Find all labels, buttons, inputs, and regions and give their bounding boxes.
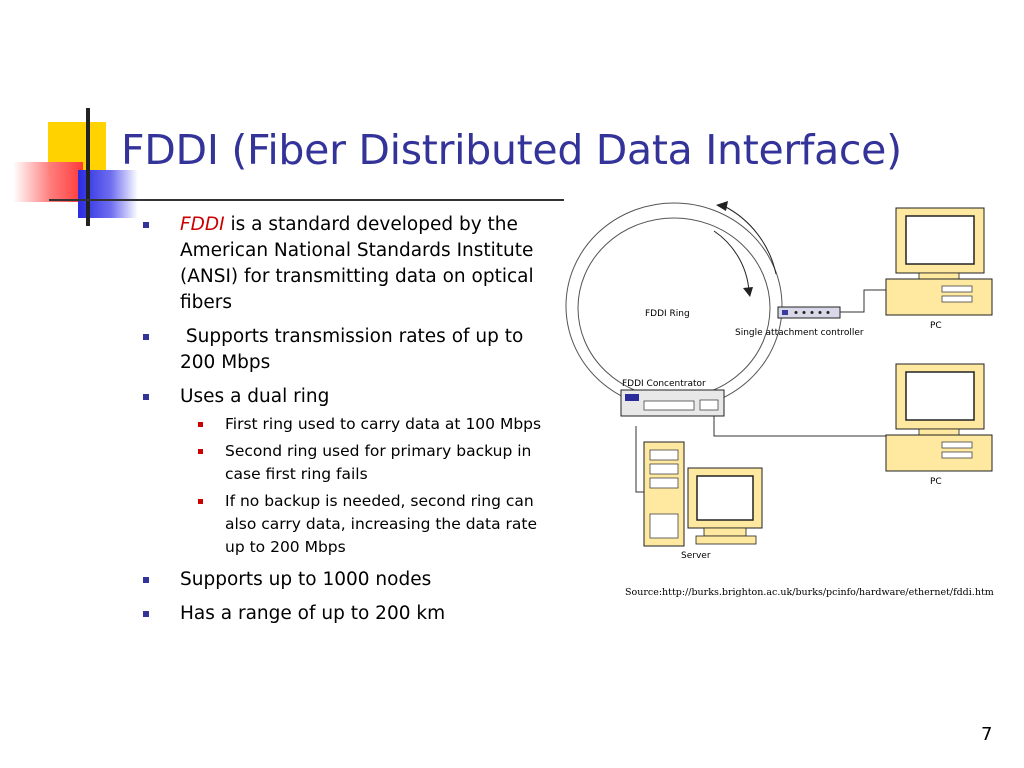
bullet-text: Has a range of up to 200 km (180, 603, 446, 624)
ring-direction-arrow-top (723, 205, 777, 275)
bullet-item-dual-ring: Uses a dual ring First ring used to carr… (143, 384, 558, 559)
single-attachment-controller (777, 306, 841, 319)
bullet-marker (143, 334, 149, 340)
sub-bullet-list: First ring used to carry data at 100 Mbp… (180, 413, 558, 559)
source-citation: Source:http://burks.brighton.ac.uk/burks… (625, 587, 994, 598)
arrowhead-icon (743, 287, 753, 297)
fddi-emphasis: FDDI (180, 214, 225, 235)
sac-label: Single attachment controller (735, 328, 864, 338)
sub-bullet-item: If no backup is needed, second ring can … (180, 490, 558, 559)
sub-bullet-marker (198, 499, 203, 504)
pc1-label: PC (930, 321, 942, 331)
bullet-item-range: Has a range of up to 200 km (143, 601, 558, 627)
sub-bullet-text: If no backup is needed, second ring can … (225, 492, 538, 556)
sub-bullet-text: First ring used to carry data at 100 Mbp… (225, 415, 542, 433)
bullet-item-fddi-standard: FDDI is a standard developed by the Amer… (143, 212, 558, 316)
slide-title: FDDI (Fiber Distributed Data Interface) (121, 126, 902, 174)
sub-bullet-marker (198, 422, 203, 427)
pc-computer-icon (885, 363, 993, 472)
bullet-text: is a standard developed by the American … (180, 214, 534, 313)
bullet-item-nodes: Supports up to 1000 nodes (143, 567, 558, 593)
fddi-network-diagram: FDDI Ring Single attachment controller F… (565, 201, 993, 561)
concentrator-label: FDDI Concentrator (622, 379, 706, 389)
arrowhead-icon (716, 201, 728, 211)
bullet-marker (143, 394, 149, 400)
page-number: 7 (981, 724, 993, 745)
bullet-text: Supports transmission rates of up to 200… (180, 326, 530, 373)
corner-decoration-vertical-line (86, 108, 90, 226)
sub-bullet-text: Second ring used for primary backup in c… (225, 442, 532, 483)
title-underline (49, 199, 564, 201)
fddi-ring-label: FDDI Ring (645, 309, 690, 319)
pc-computer-icon (885, 207, 993, 316)
server-icon (643, 441, 763, 547)
bullet-marker (143, 577, 149, 583)
bullet-marker (143, 222, 149, 228)
corner-decoration-red (13, 162, 83, 202)
bullet-text: Supports up to 1000 nodes (180, 569, 432, 590)
sub-bullet-marker (198, 449, 203, 454)
pc2-label: PC (930, 477, 942, 487)
sub-bullet-item: Second ring used for primary backup in c… (180, 440, 558, 486)
ring-direction-arrow-inner (713, 230, 750, 292)
bullet-marker (143, 611, 149, 617)
bullet-text: Uses a dual ring (180, 386, 330, 407)
fddi-concentrator (620, 389, 725, 417)
sub-bullet-item: First ring used to carry data at 100 Mbp… (180, 413, 558, 436)
server-label: Server (681, 551, 711, 561)
bullet-list: FDDI is a standard developed by the Amer… (143, 212, 558, 635)
bullet-item-transmission-rates: Supports transmission rates of up to 200… (143, 324, 558, 376)
